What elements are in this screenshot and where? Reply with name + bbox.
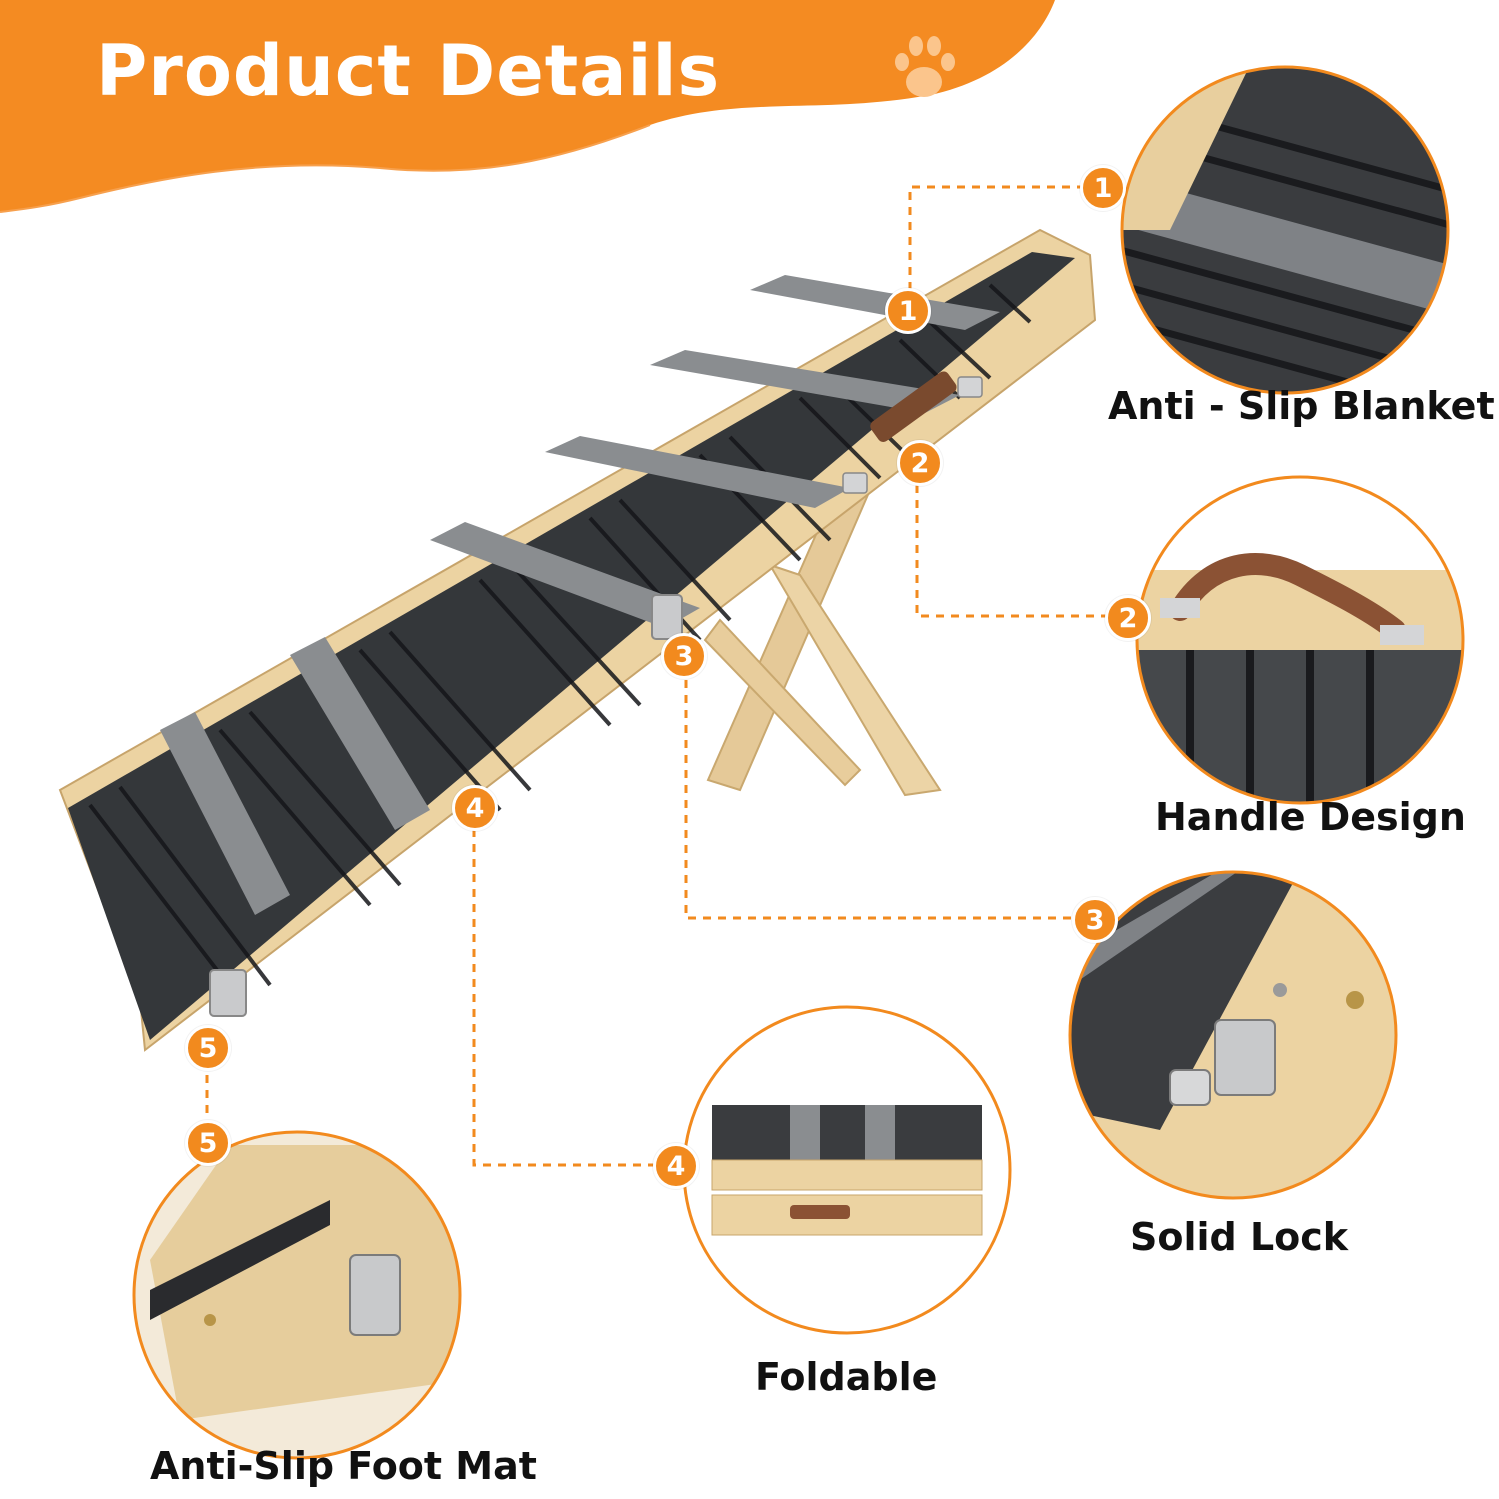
badge-4-detail: 4	[653, 1143, 699, 1189]
badge-1-ramp: 1	[885, 288, 931, 334]
ramp-handle-strap	[870, 371, 957, 442]
feature-label-anti-slip-foot-mat: Anti-Slip Foot Mat	[150, 1444, 537, 1488]
badge-2-detail: 2	[1105, 595, 1151, 641]
detail-handle-photo	[1137, 477, 1463, 803]
feature-label-anti-slip-blanket: Anti - Slip Blanket	[1108, 384, 1495, 428]
badge-1-detail: 1	[1080, 165, 1126, 211]
badge-2-ramp: 2	[897, 440, 943, 486]
badge-5-ramp: 5	[185, 1025, 231, 1071]
feature-label-solid-lock: Solid Lock	[1130, 1215, 1349, 1259]
detail-foldable-photo	[685, 1007, 1010, 1333]
ramp-legs	[703, 478, 942, 797]
badge-3-ramp: 3	[661, 633, 707, 679]
feature-label-handle-design: Handle Design	[1155, 795, 1466, 839]
badge-5-detail: 5	[185, 1120, 231, 1166]
badge-4-ramp: 4	[452, 785, 498, 831]
detail-lock-photo	[1070, 872, 1396, 1198]
feature-label-foldable: Foldable	[755, 1355, 938, 1399]
detail-footmat-photo	[134, 1132, 460, 1458]
latch-foot	[209, 969, 247, 1017]
page-title: Product Details	[96, 30, 721, 112]
paw-icon	[895, 36, 955, 97]
badge-3-detail: 3	[1072, 897, 1118, 943]
ramp-carpet	[68, 252, 1075, 1040]
